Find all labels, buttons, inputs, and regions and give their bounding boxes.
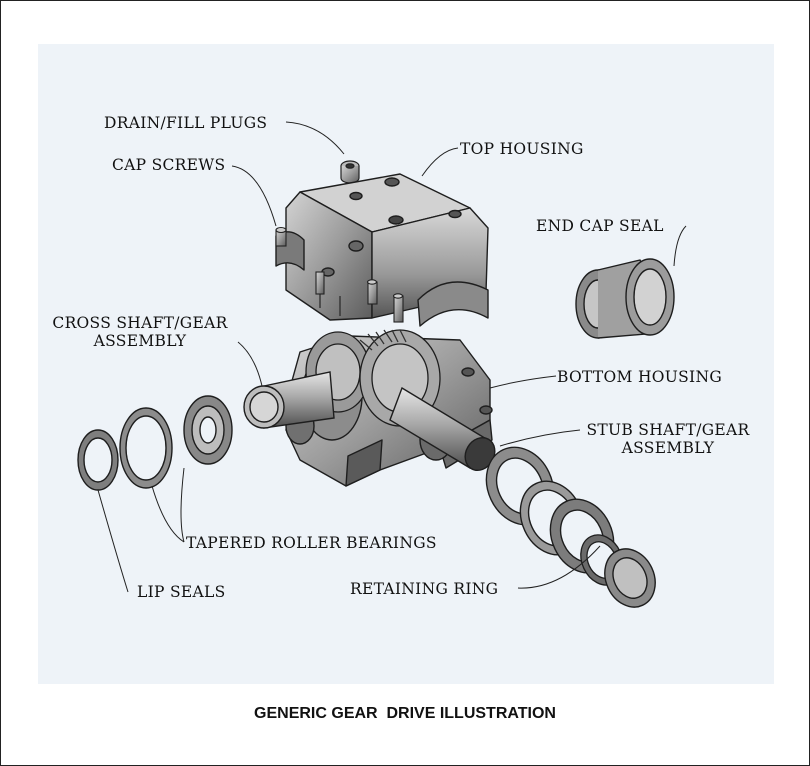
label-cross-shaft-line2: ASSEMBLY (93, 332, 187, 350)
label-cross-shaft-line1: CROSS SHAFT/GEAR (52, 314, 228, 332)
label-end-cap-seal: END CAP SEAL (536, 217, 664, 235)
cross-shaft (243, 371, 335, 429)
leader-lines (97, 121, 687, 593)
left-bearing-cup (119, 407, 173, 489)
lip-seal-ring (77, 429, 119, 491)
label-lip-seals: LIP SEALS (137, 583, 226, 601)
figure-caption: GENERIC GEAR DRIVE ILLUSTRATION (254, 705, 556, 722)
stub-shaft-bearings (485, 446, 615, 574)
label-stub-shaft-line2: ASSEMBLY (621, 439, 715, 457)
left-tapered-bearing (183, 395, 233, 465)
label-top-housing: TOP HOUSING (460, 140, 584, 158)
stub-shaft (389, 386, 496, 472)
cap-screws (275, 226, 404, 323)
top-housing (275, 173, 489, 327)
end-cap-seal (575, 258, 675, 339)
label-tapered-roller-bearings: TAPERED ROLLER BEARINGS (186, 534, 437, 552)
label-bottom-housing: BOTTOM HOUSING (557, 368, 723, 386)
label-cap-screws: CAP SCREWS (112, 156, 226, 174)
label-drain-fill-plugs: DRAIN/FILL PLUGS (104, 114, 268, 132)
stub-end-cap (604, 548, 656, 608)
drain-fill-plugs (340, 160, 360, 184)
label-stub-shaft-line1: STUB SHAFT/GEAR (586, 421, 750, 439)
label-retaining-ring: RETAINING RING (350, 580, 499, 598)
bevel-gears (305, 329, 441, 427)
